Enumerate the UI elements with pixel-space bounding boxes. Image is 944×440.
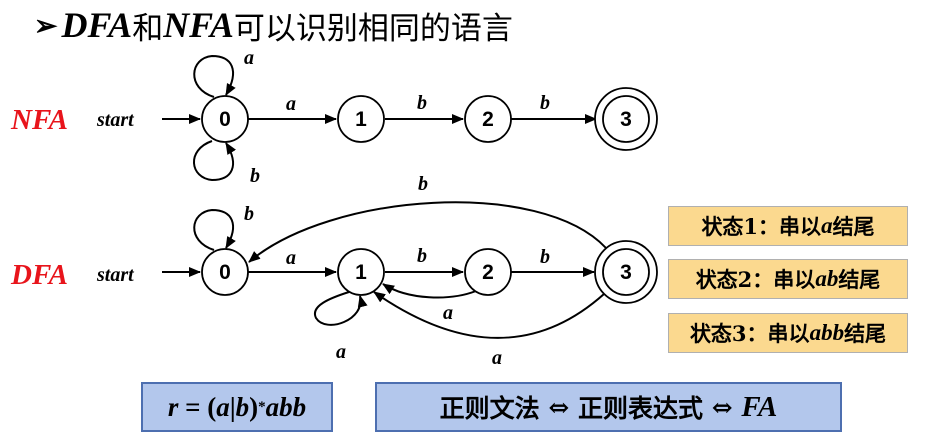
nfa-edge-label-0-1: a bbox=[286, 93, 296, 115]
dfa-edge-label-0-0-b: b bbox=[244, 203, 254, 225]
equiv-left: 正则文法 bbox=[439, 394, 540, 423]
dfa-edge-2-1-a bbox=[382, 283, 477, 299]
state-note-2-suffix: ab bbox=[815, 266, 839, 291]
regex-a: a bbox=[216, 391, 230, 422]
title-rest: 可以识别相同的语言 bbox=[233, 10, 513, 47]
state-note-1-prefix: 状态1：串以 bbox=[701, 214, 822, 239]
title-dfa: DFA bbox=[61, 5, 133, 45]
dfa-start-label: start bbox=[96, 264, 135, 286]
nfa-state-3-inner bbox=[602, 95, 650, 143]
dfa-row-label: DFA bbox=[10, 259, 68, 291]
dfa-edge-label-0-1: a bbox=[286, 247, 296, 269]
nfa-state-0 bbox=[201, 95, 249, 143]
dfa-edge-label-2-1: a bbox=[443, 302, 453, 324]
dfa-edge-label-3-0: b bbox=[418, 173, 428, 195]
title-and: 和 bbox=[132, 10, 164, 47]
state-note-2-prefix: 状态2：串以 bbox=[695, 267, 816, 292]
nfa-edge-0-0-b bbox=[193, 140, 236, 182]
regex-r: r bbox=[167, 391, 179, 422]
dfa-state-2 bbox=[464, 248, 512, 296]
dfa-edge-3-0-b bbox=[248, 201, 607, 263]
nfa-state-0-label: 0 bbox=[219, 108, 231, 131]
equiv-arrow-1: ⇔ bbox=[539, 392, 578, 422]
regex-star: * bbox=[258, 398, 266, 415]
dfa-state-0-label: 0 bbox=[219, 261, 231, 284]
regex-b: b bbox=[235, 391, 250, 422]
nfa-edge-label-0-0-b: b bbox=[250, 165, 260, 187]
dfa-edge-label-2-3: b bbox=[540, 246, 550, 268]
nfa-state-3-label: 3 bbox=[620, 108, 632, 131]
equiv-arrow-2: ⇔ bbox=[703, 392, 742, 422]
state-note-3-end: 结尾 bbox=[844, 321, 887, 346]
state-note-1-suffix: a bbox=[821, 213, 833, 238]
regex-bar: | bbox=[229, 391, 236, 422]
regex-eq: = ( bbox=[178, 391, 217, 422]
state-note-2-end: 结尾 bbox=[838, 267, 881, 292]
equiv-right: FA bbox=[741, 390, 778, 423]
nfa-edge-label-0-0-a: a bbox=[244, 47, 254, 69]
dfa-edge-3-1-a bbox=[373, 291, 605, 339]
dfa-edge-label-3-1: a bbox=[492, 347, 502, 369]
dfa-edge-label-1-2: b bbox=[417, 245, 427, 267]
title-nfa: NFA bbox=[163, 5, 234, 45]
dfa-state-1-label: 1 bbox=[355, 261, 367, 284]
dfa-state-1 bbox=[337, 248, 385, 296]
dfa-edge-label-1-1: a bbox=[336, 341, 346, 363]
dfa-state-3-inner bbox=[602, 248, 650, 296]
nfa-state-1-label: 1 bbox=[355, 108, 367, 131]
nfa-edge-label-1-2: b bbox=[417, 92, 427, 114]
dfa-edge-1-1-a bbox=[313, 291, 368, 326]
dfa-edge-0-0-b bbox=[193, 208, 236, 251]
regex-abb: abb bbox=[265, 391, 307, 422]
state-note-3-prefix: 状态3：串以 bbox=[689, 321, 810, 346]
dfa-state-3-label: 3 bbox=[620, 261, 632, 284]
nfa-edge-label-2-3: b bbox=[540, 92, 550, 114]
state-note-1-end: 结尾 bbox=[832, 214, 875, 239]
nfa-start-label: start bbox=[96, 109, 135, 131]
nfa-state-1 bbox=[337, 95, 385, 143]
state-note-3-suffix: abb bbox=[809, 320, 845, 345]
nfa-edge-0-0-a bbox=[193, 54, 236, 98]
nfa-state-2-label: 2 bbox=[482, 108, 494, 131]
nfa-row-label: NFA bbox=[10, 104, 68, 136]
equivalence-box: 正则文法 ⇔ 正则表达式 ⇔ FA bbox=[375, 382, 842, 432]
bullet-arrow-icon: ➢ bbox=[34, 8, 58, 42]
nfa-state-2 bbox=[464, 95, 512, 143]
regex-close: ) bbox=[249, 391, 259, 422]
dfa-state-2-label: 2 bbox=[482, 261, 494, 284]
slide-title: ➢ DFA 和 NFA 可以识别相同的语言 bbox=[34, 4, 513, 47]
regex-box: r = (a|b)*abb bbox=[141, 382, 333, 432]
equiv-middle: 正则表达式 bbox=[577, 394, 703, 423]
dfa-state-0 bbox=[201, 248, 249, 296]
